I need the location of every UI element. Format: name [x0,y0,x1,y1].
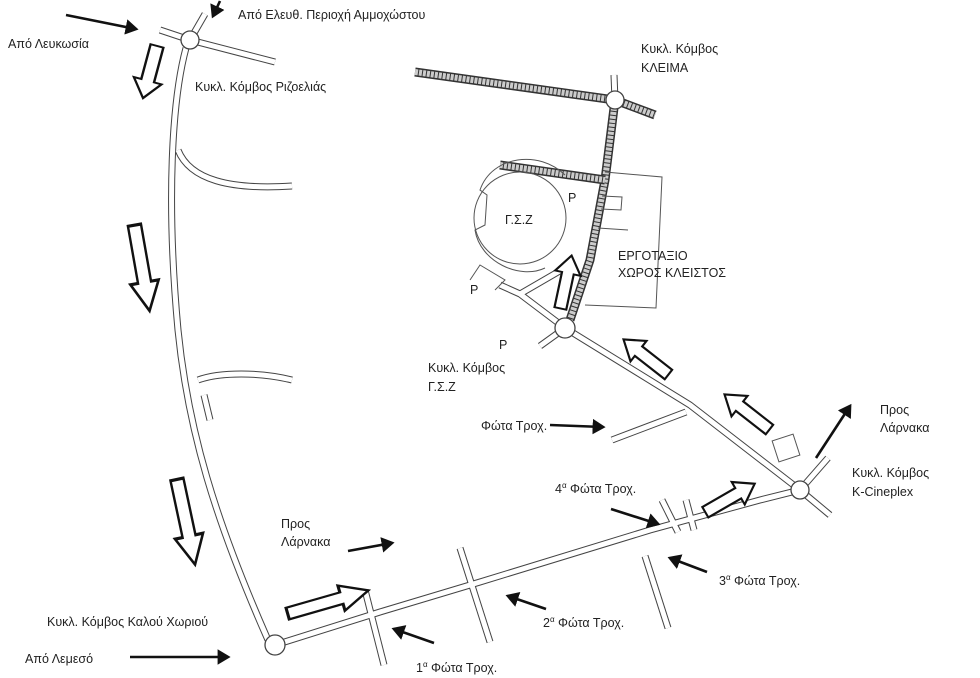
label-traffic-light-3: 3α Φώτα Τροχ. [719,573,800,588]
roundabout-kalo-chorio [264,634,286,656]
label-from-limassol: Από Λεμεσό [25,652,93,666]
label-lights: Φώτα Τροχ. [481,419,547,433]
label-to-larnaca-ne-1: Προς [880,403,909,417]
route-arrow-icon [697,471,763,525]
label-site-1: ΕΡΓΟΤΑΞΙΟ [618,249,688,263]
label-parking: P [499,338,507,352]
stadium-outline [473,171,567,265]
roads [158,12,833,666]
label-parking: P [470,283,478,297]
route-arrow-icon [161,474,211,570]
label-parking: P [568,191,576,205]
label-site-2: ΧΩΡΟΣ ΚΛΕΙΣΤΟΣ [618,266,726,280]
arrow-icon [549,418,606,435]
labels: Από Λευκωσία Από Ελευθ. Περιοχή Αμμοχώστ… [8,8,930,675]
label-to-larnaca-w-2: Λάρνακα [281,535,331,549]
arrow-icon [347,537,395,553]
pointer-arrows [65,0,852,665]
label-from-nicosia: Από Λευκωσία [8,37,89,51]
stadium-outer [474,159,566,273]
construction-site [584,171,663,309]
label-gsz-rb-1: Κυκλ. Κόμβος [428,361,505,375]
label-kleima-1: Κυκλ. Κόμβος [641,42,718,56]
arrow-icon [814,403,852,459]
label-gsz-stadium: Γ.Σ.Ζ [505,213,533,227]
roundabout-rizoelia [180,30,200,50]
route-arrow-icon [118,221,166,315]
label-kleima-2: ΚΛΕΙΜΑ [641,61,689,75]
arrow-icon [610,507,661,529]
buildings [469,159,801,463]
route-arrow-icon [128,41,172,103]
arrow-icon [505,591,547,611]
arrow-icon [210,0,225,19]
label-cineplex-1: Κυκλ. Κόμβος [852,466,929,480]
arrow-icon [65,13,139,35]
roundabout-cineplex [790,480,810,500]
roundabout-kleima [605,90,625,110]
arrow-icon [391,625,435,645]
label-kalo-chorio: Κυκλ. Κόμβος Καλού Χωριού [47,615,208,629]
parking-area [469,264,506,291]
route-arrows [118,41,779,628]
label-rizoelia: Κυκλ. Κόμβος Ριζοελιάς [195,80,326,94]
label-to-larnaca-ne-2: Λάρνακα [880,421,930,435]
label-cineplex-2: K-Cineplex [852,485,914,499]
label-traffic-light-2: 2α Φώτα Τροχ. [543,615,624,630]
arrow-icon [667,554,708,574]
label-gsz-rb-2: Γ.Σ.Ζ [428,380,456,394]
label-from-famagusta: Από Ελευθ. Περιοχή Αμμοχώστου [238,8,425,22]
roundabout-gsz [554,317,576,339]
label-traffic-light-1: 1α Φώτα Τροχ. [416,660,497,675]
label-traffic-light-4: 4α Φώτα Τροχ. [555,481,636,496]
label-to-larnaca-w-1: Προς [281,517,310,531]
small-building [771,433,801,463]
roundabouts [180,30,810,656]
